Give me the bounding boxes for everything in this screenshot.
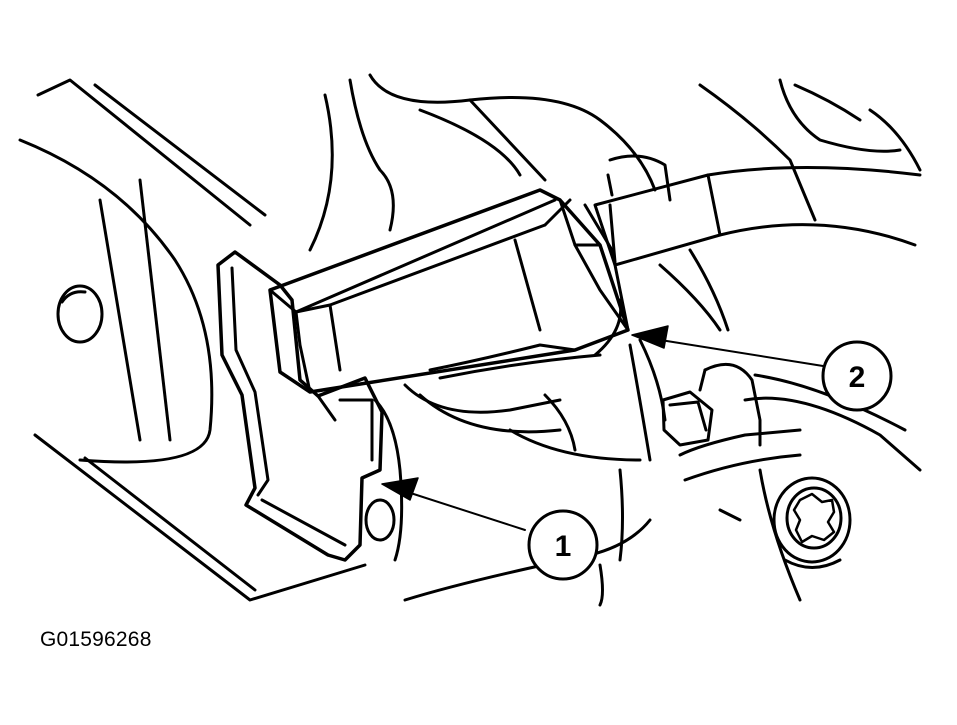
torx-fastener [772, 476, 852, 569]
wiring-harness [593, 166, 922, 267]
sensor-connector [268, 188, 630, 394]
callout-2: 2 [631, 325, 893, 412]
callout-2-label: 2 [849, 361, 866, 394]
engine-background [308, 73, 922, 607]
callout-2-arrowhead [631, 325, 669, 349]
callout-1-leader [394, 487, 526, 531]
callout-2-circle [821, 340, 893, 412]
callout-1-label: 1 [555, 530, 572, 563]
retaining-clip [216, 250, 384, 562]
mounting-bracket [18, 78, 367, 602]
callout-1-circle [527, 509, 599, 581]
bolt-and-arm [628, 338, 922, 602]
callout-2-leader [647, 337, 824, 367]
callout-1: 1 [381, 477, 599, 581]
figure-id: G01596268 [40, 628, 152, 651]
callout-1-arrowhead [381, 477, 419, 501]
